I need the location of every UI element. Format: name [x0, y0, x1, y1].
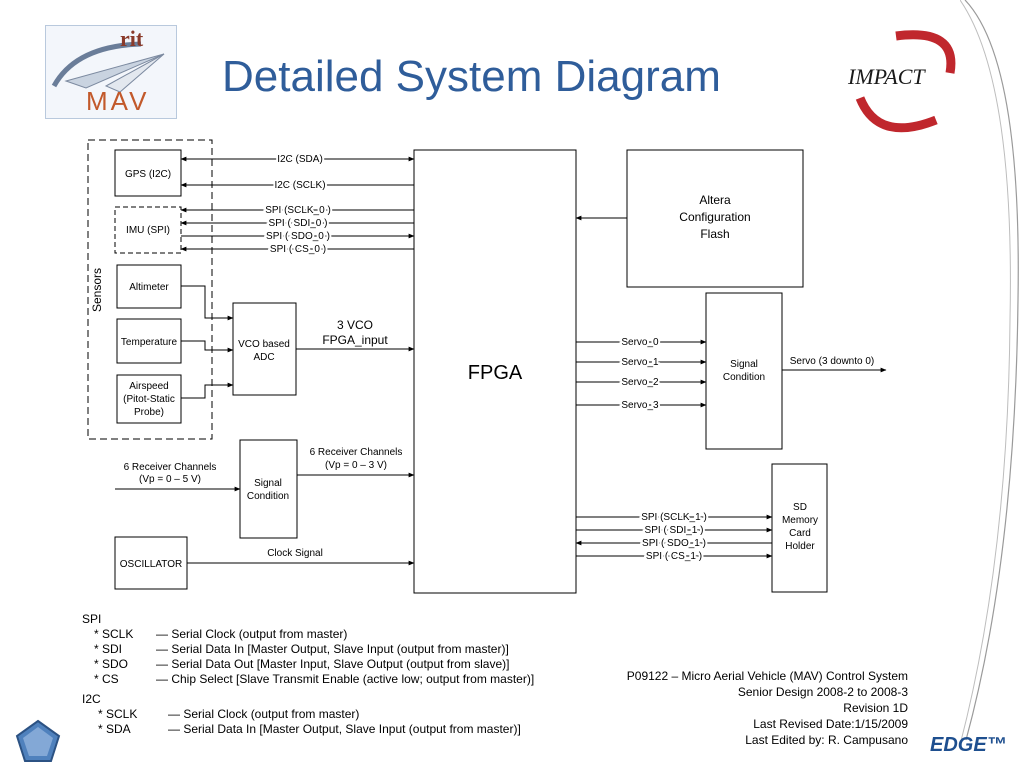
airspeed-label-1: Airspeed [129, 381, 168, 392]
edge-brand: EDGE™ [930, 734, 1007, 756]
sd-label-2: Memory [782, 515, 818, 526]
project-edited-by: Last Edited by: R. Campusano [745, 733, 908, 747]
altera-label-3: Flash [700, 227, 729, 241]
vco-label-2: FPGA_input [322, 333, 388, 347]
legend-i2c-key: * SDA [98, 722, 131, 736]
i2c-sda-label: I2C (SDA) [277, 154, 323, 165]
servo-1-label: Servo_1 [621, 357, 659, 368]
legend-spi-key: * CS [94, 672, 119, 686]
servo-output-label: Servo (3 downto 0) [790, 356, 875, 367]
servo-signal-condition-block [705, 292, 783, 450]
rx-signal-condition-label-1: Signal [254, 478, 282, 489]
altera-flash-block [626, 149, 804, 288]
sd-label-3: Card [789, 528, 811, 539]
imu-label: IMU (SPI) [126, 225, 170, 236]
gps-block [114, 149, 182, 197]
legend-i2c-desc: — Serial Data In [Master Output, Slave I… [168, 722, 521, 736]
airspeed-block [116, 374, 182, 424]
oscillator-label: OSCILLATOR [120, 559, 182, 570]
rx-out-label-1: 6 Receiver Channels [310, 447, 403, 458]
legend-spi-key: * SDI [94, 642, 123, 656]
spi-sclk-1-label: SPI (SCLK_1 ) [641, 512, 707, 523]
mav-logo-text: MAV [86, 86, 149, 116]
legend-spi-desc: — Chip Select [Slave Transmit Enable (ac… [156, 672, 535, 686]
spi-cs-1-label: SPI ( CS_1 ) [646, 551, 702, 562]
rx-in-label-1: 6 Receiver Channels [124, 462, 217, 473]
project-revised-date: Last Revised Date:1/15/2009 [753, 717, 908, 731]
legend-spi-key: * SDO [94, 657, 129, 671]
legend-spi-heading: SPI [82, 612, 102, 626]
sensors-label: Sensors [90, 268, 104, 312]
clock-signal-label: Clock Signal [267, 548, 323, 559]
fpga-block [413, 149, 577, 594]
servo-2-label: Servo_2 [621, 377, 659, 388]
rit-mav-logo-graphic: rit MAV [51, 26, 165, 116]
legend-spi-desc: — Serial Clock (output from master) [156, 627, 348, 641]
rit-logo-text: rit [120, 26, 144, 51]
servo-signal-condition-label-2: Condition [723, 372, 765, 383]
spi-sdo-0-label: SPI ( SDO_0 ) [266, 231, 330, 242]
legend-spi-desc: — Serial Data In [Master Output, Slave I… [156, 642, 509, 656]
rx-signal-condition-block [239, 439, 298, 539]
legend-i2c-heading: I2C [82, 692, 101, 706]
altimeter-label: Altimeter [129, 282, 169, 293]
rx-signal-condition-label-2: Condition [247, 491, 289, 502]
spi-cs-0-label: SPI ( CS_0 ) [270, 244, 326, 255]
altera-label-2: Configuration [679, 210, 750, 224]
gps-label: GPS (I2C) [125, 169, 171, 180]
sd-card-block [771, 463, 828, 593]
legend-i2c-desc: — Serial Clock (output from master) [168, 707, 360, 721]
spi-sdi-1-label: SPI ( SDI_1 ) [645, 525, 704, 536]
vco-adc-label-2: ADC [253, 352, 274, 363]
airspeed-to-adc-arrow [181, 382, 234, 399]
temperature-block [116, 318, 182, 364]
legend-i2c-key: * SCLK [98, 707, 138, 721]
impact-logo: IMPACT [847, 30, 956, 133]
vco-adc-label-1: VCO based [238, 339, 290, 350]
airspeed-label-3: Probe) [134, 407, 164, 418]
servo-signal-condition-label-1: Signal [730, 359, 758, 370]
rx-out-label-2: (Vp = 0 – 3 V) [325, 460, 387, 471]
legend-spi-desc: — Serial Data Out [Master Input, Slave O… [156, 657, 510, 671]
temperature-label: Temperature [121, 337, 178, 348]
fpga-label: FPGA [468, 362, 523, 384]
altera-label-1: Altera [699, 193, 731, 207]
rx-in-label-2: (Vp = 0 – 5 V) [139, 474, 201, 485]
airspeed-label-2: (Pitot-Static [123, 394, 175, 405]
servo-3-label: Servo_3 [621, 400, 659, 411]
project-term: Senior Design 2008-2 to 2008-3 [737, 685, 908, 699]
spi-sdi-0-label: SPI ( SDI_0 ) [269, 218, 328, 229]
impact-swoosh-top [895, 30, 956, 74]
i2c-sclk-label: I2C (SCLK) [274, 180, 325, 191]
imu-block [114, 206, 182, 254]
project-title: P09122 – Micro Aerial Vehicle (MAV) Cont… [626, 669, 908, 683]
sensors-group [87, 139, 213, 440]
impact-logo-text: IMPACT [847, 64, 926, 89]
sd-label-1: SD [793, 502, 807, 513]
sd-label-4: Holder [785, 541, 815, 552]
legend-spi-key: * SCLK [94, 627, 134, 641]
spi-sdo-1-label: SPI ( SDO_1 ) [642, 538, 706, 549]
rit-mav-logo: rit MAV [45, 25, 177, 119]
vco-label-1: 3 VCO [337, 318, 373, 332]
pentagon-icon [15, 719, 61, 762]
slide-title: Detailed System Diagram [222, 52, 721, 101]
altimeter-to-adc-arrow [181, 285, 234, 321]
altimeter-block [116, 264, 182, 309]
servo-0-label: Servo_0 [621, 337, 659, 348]
impact-swoosh-bottom [855, 96, 938, 133]
temperature-to-adc-arrow [181, 340, 234, 353]
project-revision: Revision 1D [843, 701, 908, 715]
spi-sclk-0-label: SPI (SCLK_0 ) [265, 205, 331, 216]
decorative-curves [960, 0, 1019, 746]
